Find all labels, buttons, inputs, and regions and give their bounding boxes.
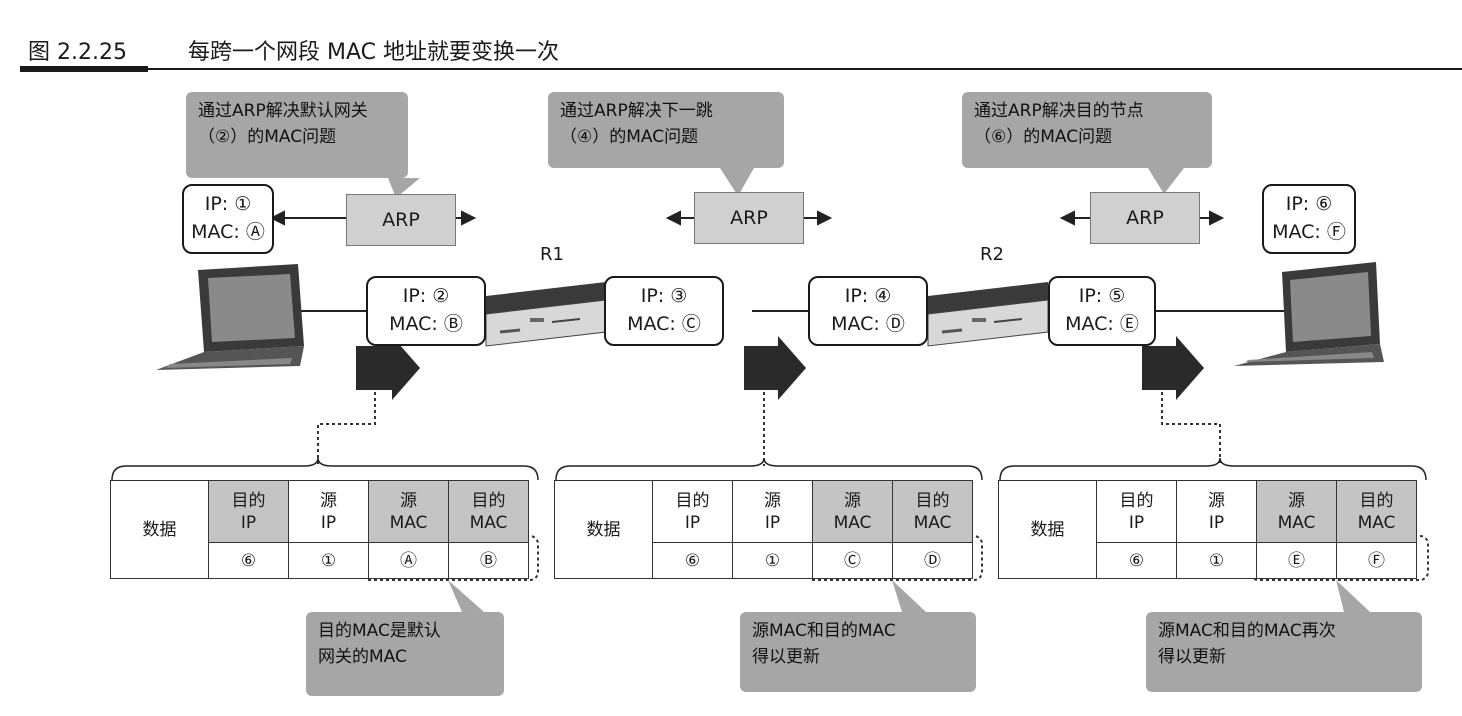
value-dst-ip: ⑥: [652, 542, 733, 579]
gateway-mac-callout: 目的MAC是默认 网关的MAC: [306, 612, 504, 696]
callout-tail: [448, 580, 484, 612]
interface-ip: IP: ②: [402, 285, 450, 307]
interface-address-box: IP: ⑤ MAC: Ⓔ: [1048, 276, 1156, 346]
value-dst-mac: Ⓓ: [892, 542, 973, 579]
interface-ip: IP: ③: [640, 285, 688, 307]
host-ip: IP: ⑥: [1285, 193, 1333, 215]
interface-address-box: IP: ③ MAC: Ⓒ: [604, 276, 724, 346]
interface-mac: MAC: Ⓑ: [389, 313, 463, 335]
header-rule: [20, 68, 1462, 70]
callout-tail: [892, 580, 926, 612]
value-dst-mac: Ⓑ: [448, 542, 529, 579]
arp-nexthop-callout: 通过ARP解决下一跳 （④）的MAC问题: [548, 92, 784, 168]
header-rule-accent: [20, 66, 148, 72]
router-icon: [927, 282, 1049, 347]
arp-box: ARP: [694, 192, 804, 244]
value-src-ip: ①: [1176, 542, 1257, 579]
callout-tail: [1336, 580, 1370, 612]
value-dst-ip: ⑥: [1096, 542, 1177, 579]
forward-arrow: [744, 336, 806, 400]
value-dst-mac: Ⓕ: [1336, 542, 1417, 579]
frame-data-cell: 数据: [110, 480, 209, 579]
host-mac: MAC: Ⓕ: [1272, 221, 1346, 243]
brace: [555, 457, 983, 481]
router-icon: [485, 282, 607, 347]
laptop-icon: [156, 264, 304, 370]
arp-box: ARP: [346, 194, 456, 246]
figure-number: 图 2.2.25: [28, 40, 127, 65]
brace: [999, 457, 1427, 481]
host-address-box: IP: ⑥ MAC: Ⓕ: [1262, 184, 1356, 254]
interface-ip: IP: ④: [844, 285, 892, 307]
arp-gateway-callout: 通过ARP解决默认网关 （②）的MAC问题: [186, 92, 408, 178]
interface-ip: IP: ⑤: [1078, 285, 1126, 307]
dotted-connector: [317, 392, 376, 464]
interface-mac: MAC: Ⓓ: [831, 313, 905, 335]
interface-address-box: IP: ④ MAC: Ⓓ: [808, 276, 928, 346]
value-src-mac: Ⓐ: [368, 542, 449, 579]
host-ip: IP: ①: [204, 193, 252, 215]
interface-address-box: IP: ② MAC: Ⓑ: [366, 276, 486, 346]
host-mac: MAC: Ⓐ: [191, 221, 265, 243]
value-dst-ip: ⑥: [208, 542, 289, 579]
figure-title: 每跨一个网段 MAC 地址就要变换一次: [188, 40, 559, 65]
arp-box: ARP: [1090, 192, 1200, 244]
mac-updated-callout: 源MAC和目的MAC 得以更新: [740, 612, 976, 692]
value-src-mac: Ⓒ: [812, 542, 893, 579]
value-src-ip: ①: [732, 542, 813, 579]
forward-arrow: [1142, 336, 1204, 400]
value-src-mac: Ⓔ: [1256, 542, 1337, 579]
interface-mac: MAC: Ⓔ: [1065, 313, 1139, 335]
figure-header: 图 2.2.25 每跨一个网段 MAC 地址就要变换一次: [20, 20, 1462, 72]
arp-destination-callout: 通过ARP解决目的节点 （⑥）的MAC问题: [962, 92, 1212, 168]
frame-data-cell: 数据: [998, 480, 1097, 579]
interface-mac: MAC: Ⓒ: [627, 313, 701, 335]
brace: [111, 457, 539, 481]
mac-updated-again-callout: 源MAC和目的MAC再次 得以更新: [1146, 612, 1422, 692]
frame-data-cell: 数据: [554, 480, 653, 579]
callout-tail: [1148, 168, 1184, 194]
router-label: R1: [540, 244, 564, 265]
value-src-ip: ①: [288, 542, 369, 579]
router-label: R2: [980, 244, 1004, 265]
laptop-icon: [1234, 262, 1384, 366]
dotted-connector: [1161, 392, 1221, 464]
host-address-box: IP: ① MAC: Ⓐ: [182, 184, 274, 254]
